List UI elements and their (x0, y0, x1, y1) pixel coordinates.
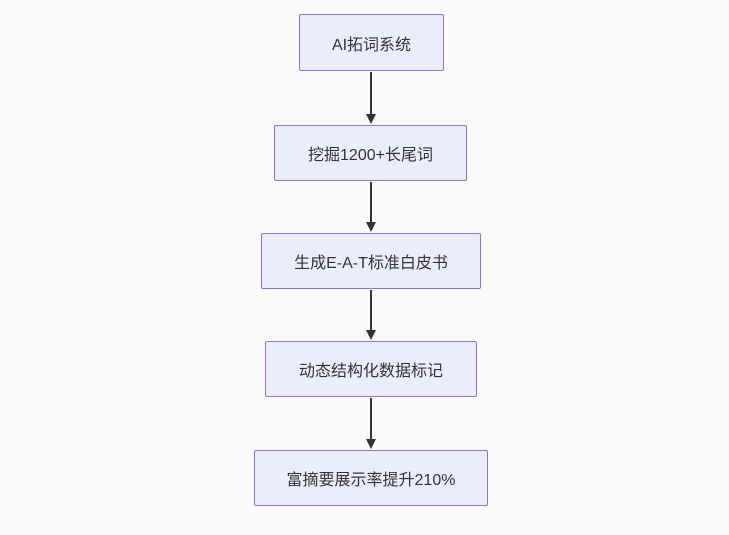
flow-node-eat-whitepaper: 生成E-A-T标准白皮书 (261, 233, 481, 289)
arrow-line (370, 182, 372, 222)
flow-node-longtail-mining: 挖掘1200+长尾词 (274, 125, 467, 181)
arrow-line (370, 72, 372, 114)
arrow-line (370, 290, 372, 330)
arrow-head-down-icon (366, 330, 376, 340)
flow-node-structured-data-markup: 动态结构化数据标记 (265, 341, 477, 397)
flow-node-rich-snippet-result: 富摘要展示率提升210% (254, 450, 488, 506)
flow-arrow-4 (366, 398, 376, 449)
arrow-head-down-icon (366, 439, 376, 449)
node-label: AI拓词系统 (331, 36, 412, 54)
node-label: 生成E-A-T标准白皮书 (294, 255, 448, 272)
node-label: 动态结构化数据标记 (298, 363, 443, 380)
node-label: 挖掘1200+长尾词 (308, 147, 433, 164)
arrow-head-down-icon (366, 222, 376, 232)
arrow-head-down-icon (366, 114, 376, 124)
flow-arrow-3 (366, 290, 376, 340)
flow-node-ai-keyword-system: AI拓词系统 (299, 14, 444, 71)
flow-arrow-1 (366, 72, 376, 124)
flow-arrow-2 (366, 182, 376, 232)
node-label: 富摘要展示率提升210% (286, 472, 456, 489)
arrow-line (370, 398, 372, 439)
